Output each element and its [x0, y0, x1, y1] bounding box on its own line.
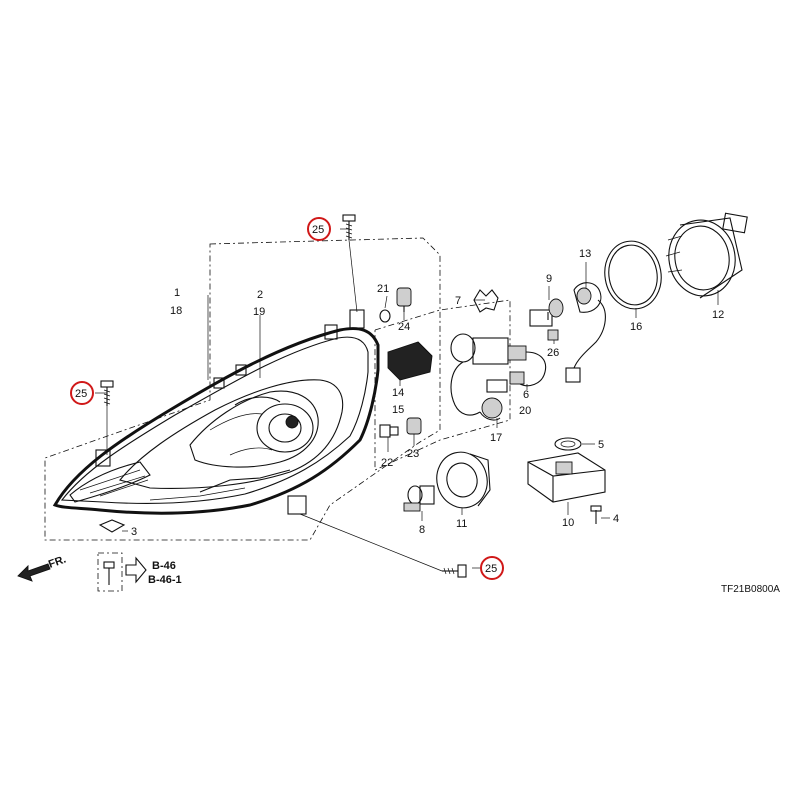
- callout-26: 26: [547, 347, 559, 359]
- callout-7: 7: [455, 295, 461, 307]
- assembly-group-outline: [44, 237, 441, 541]
- callout-21: 21: [377, 283, 389, 295]
- callout-25-left-group: 25: [70, 381, 94, 405]
- reference-b46-1: B-46-1: [148, 574, 182, 586]
- callout-25-bottom-group: 25: [480, 556, 504, 580]
- reference-block: B-46 B-46-1: [125, 556, 182, 586]
- callout-18: 18: [170, 305, 182, 317]
- callout-24: 24: [398, 321, 410, 333]
- callout-17: 17: [490, 432, 502, 444]
- screw-25-left: [100, 380, 114, 406]
- callout-16: 16: [630, 321, 642, 333]
- ballast-parts: [527, 437, 606, 524]
- reference-arrow-icon: [125, 556, 147, 584]
- callout-25-top-group: 25: [307, 217, 331, 241]
- bulb-group-outline: [374, 299, 511, 471]
- callout-5: 5: [598, 439, 604, 451]
- callout-25-bottom: 25: [485, 563, 497, 575]
- reference-b46: B-46: [152, 560, 176, 572]
- igniter-harness: [450, 333, 547, 421]
- callout-20: 20: [519, 405, 531, 417]
- screw-25-top: [342, 214, 356, 240]
- callout-14: 14: [392, 387, 404, 399]
- drawing-code: TF21B0800A: [721, 584, 780, 595]
- callout-19: 19: [253, 306, 265, 318]
- bracket-part-7: [473, 289, 499, 313]
- front-label: FR.: [47, 553, 68, 570]
- screw-25-bottom: [442, 564, 467, 578]
- callout-2: 2: [257, 289, 263, 301]
- callout-25-top: 25: [312, 224, 324, 236]
- callout-10: 10: [562, 517, 574, 529]
- callout-11: 11: [456, 518, 467, 530]
- callout-4: 4: [613, 513, 619, 525]
- front-direction-indicator: FR.: [17, 553, 68, 582]
- halogen-bulb-cover: [403, 451, 491, 512]
- leader-lines: [95, 228, 719, 572]
- callout-15: 15: [392, 404, 404, 416]
- callout-3: 3: [131, 526, 137, 538]
- callout-12: 12: [712, 309, 724, 321]
- callout-1: 1: [174, 287, 180, 299]
- front-arrow-icon: [17, 563, 51, 582]
- callout-13: 13: [579, 248, 591, 260]
- headlight-housing: [52, 309, 380, 515]
- bulb-socket-parts-center: [379, 287, 433, 438]
- callout-22: 22: [381, 457, 393, 469]
- callout-23: 23: [407, 448, 419, 460]
- callout-6: 6: [523, 389, 529, 401]
- callout-8: 8: [419, 524, 425, 536]
- clip-part-3: [97, 519, 126, 592]
- hid-bulb-parts: [529, 282, 606, 383]
- callout-25-left: 25: [75, 388, 87, 400]
- ring-parts: [604, 212, 748, 310]
- callout-9: 9: [546, 273, 552, 285]
